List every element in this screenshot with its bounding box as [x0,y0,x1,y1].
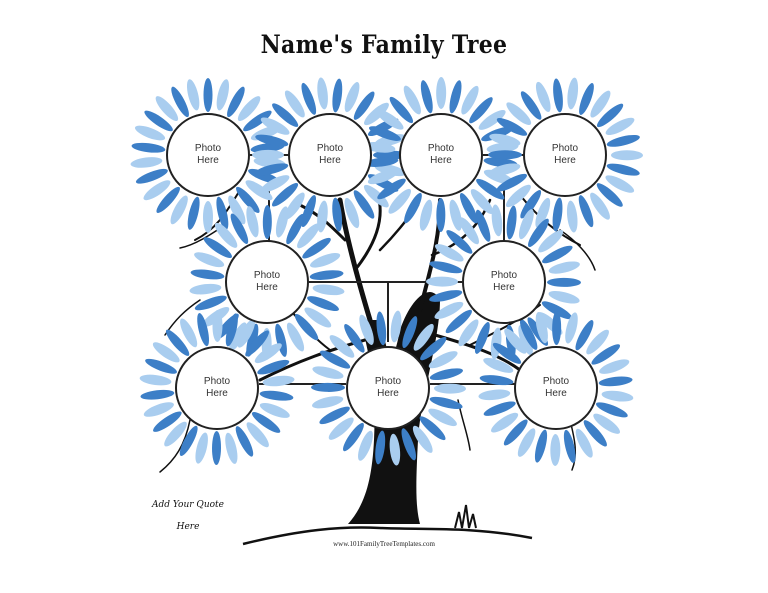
photo-label-line-1: Photo [427,143,455,154]
petal-wreath-sibling-2 [478,311,634,466]
photo-label-line-2: Here [545,388,567,399]
website-credit: www.101FamilyTreeTemplates.com [333,540,435,548]
photo-label-line-2: Here [430,155,452,166]
photo-label-line-1: Photo [194,143,222,154]
quote-line-1: Add Your Quote [152,500,224,510]
photo-label-line-1: Photo [374,376,402,387]
photo-label-line-2: Here [319,155,341,166]
petal-wreath-grandparent-3 [363,77,519,232]
petal-wreaths [130,77,643,466]
petal-wreath-sibling-1 [139,310,295,465]
photo-label-line-2: Here [197,155,219,166]
photo-label-line-1: Photo [542,376,570,387]
petal-wreath-parent-1 [189,205,345,360]
photo-label-line-2: Here [256,282,278,293]
page-title: Name's Family Tree [260,30,508,59]
grass-tuft [454,504,477,529]
photo-label-line-1: Photo [253,270,281,281]
photo-label-line-2: Here [206,388,228,399]
petal-wreath-grandparent-2 [252,77,407,233]
petal-wreath-self [311,310,466,466]
quote-placeholder[interactable]: Add Your Quote Here [148,494,228,538]
photo-label-line-2: Here [493,282,515,293]
photo-label-line-1: Photo [551,143,579,154]
photo-label-line-1: Photo [490,270,518,281]
quote-line-2: Here [176,522,200,532]
photo-label-line-2: Here [554,155,576,166]
ground-line [242,526,533,546]
petal-wreath-grandparent-4 [488,77,643,233]
photo-label-line-2: Here [377,388,399,399]
photo-label-line-1: Photo [203,376,231,387]
photo-label-line-1: Photo [316,143,344,154]
